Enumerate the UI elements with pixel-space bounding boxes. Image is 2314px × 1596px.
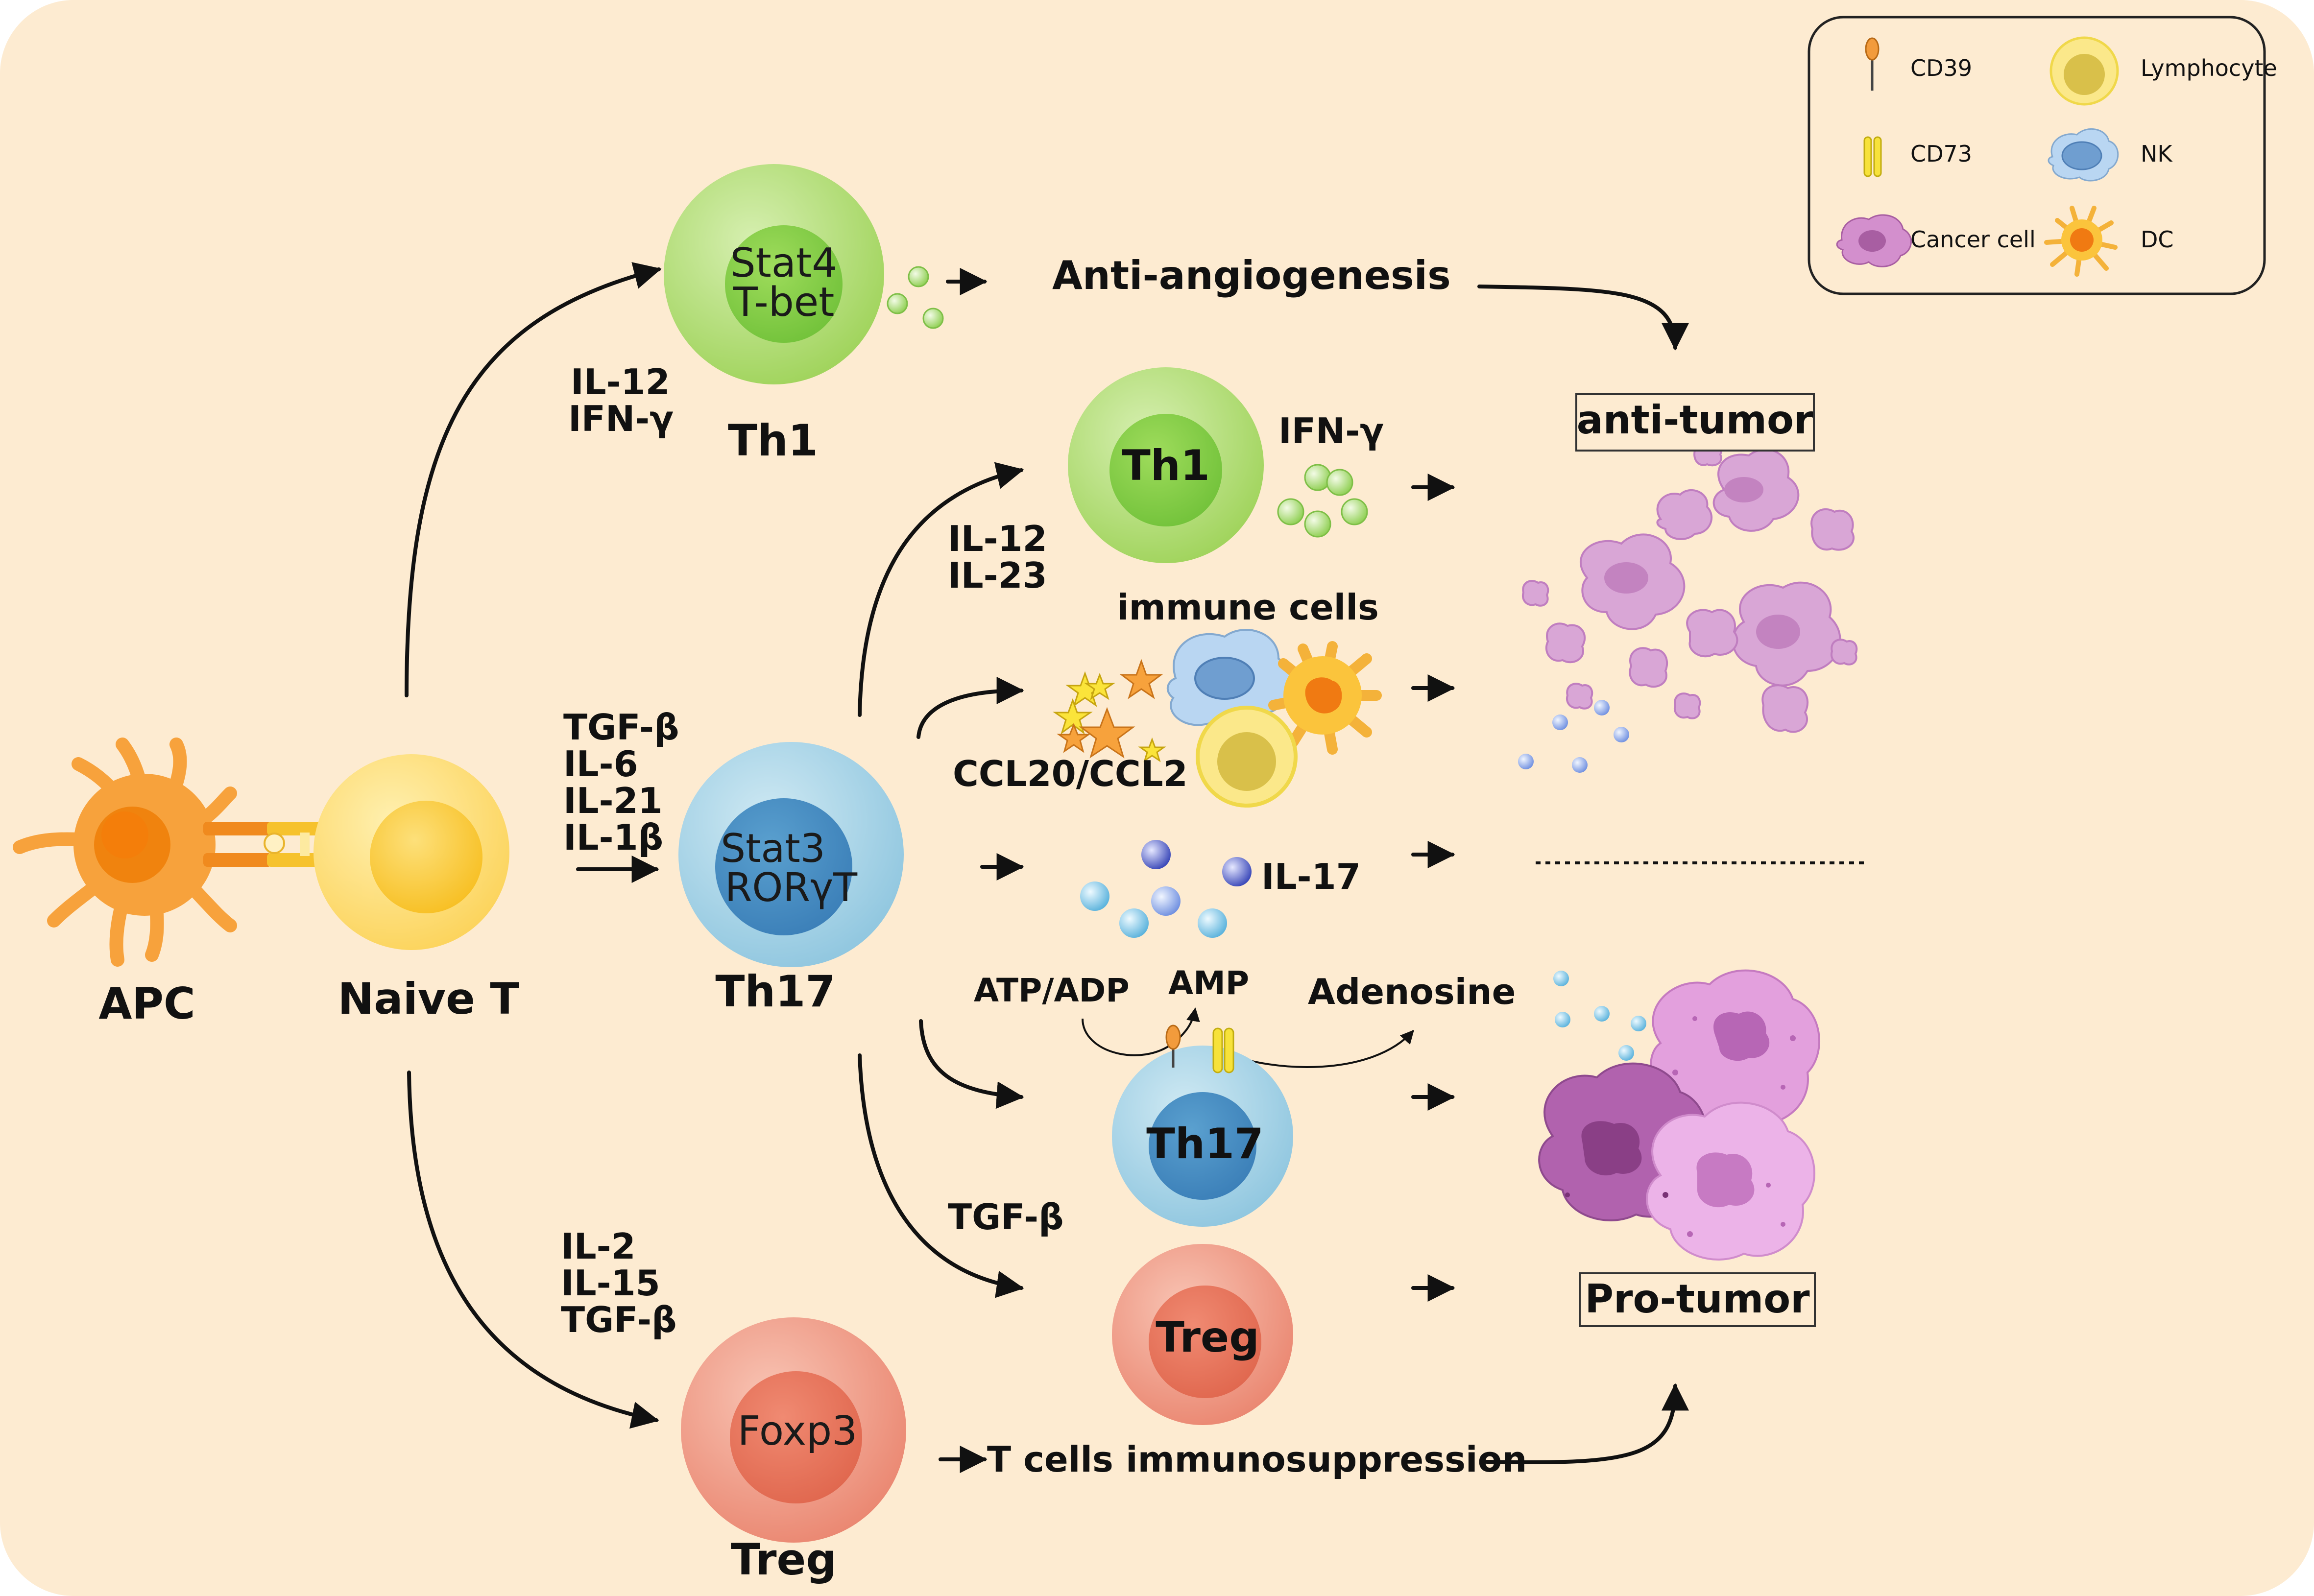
cd39-marker <box>1165 1024 1181 1068</box>
cancer-cell-icon <box>1836 214 1912 267</box>
amp-label: AMP <box>1168 964 1249 1002</box>
apc-cell <box>13 738 237 967</box>
cd39-icon <box>1865 37 1880 91</box>
star-icon <box>1119 659 1163 699</box>
il17-beads <box>1080 840 1252 938</box>
cytokine-th17-line2: IL-6 <box>563 743 638 785</box>
lymphocyte-icon <box>2049 36 2119 106</box>
star-icon <box>1057 722 1091 753</box>
naive-t-cell <box>313 754 509 950</box>
arrow-naive-to-th1 <box>405 262 662 697</box>
anti-tumor-box <box>1575 393 1815 452</box>
pro-tumor-box <box>1579 1272 1816 1327</box>
th17-label: Th17 <box>715 966 835 1017</box>
cd73-icon <box>1863 136 1882 177</box>
pro-tumor-cancer-cells <box>1538 969 1820 1261</box>
pro-tumor-label: Pro-tumor <box>1585 1276 1810 1322</box>
legend-box <box>1808 16 2266 295</box>
anti-tumor-label: anti-tumor <box>1577 397 1813 443</box>
arrow-th17-to-th17small <box>919 1019 1024 1109</box>
treg-cell: Foxp3 <box>681 1317 906 1543</box>
legend: CD39 CD73 Cancer cell Lymphocyte NK <box>1808 16 2277 295</box>
treg-tf: Foxp3 <box>738 1408 858 1454</box>
cytokine-treg-line3: TGF-β <box>561 1299 677 1340</box>
anti-angiogenesis-label: Anti-angiogenesis <box>1052 253 1451 298</box>
arrow-th17-to-immune <box>916 677 1024 739</box>
arrow-immunosup-to-protumor <box>1485 1383 1689 1464</box>
cytokine-th1-line2: IFN-γ <box>568 398 674 439</box>
treg-small-cell <box>1112 1244 1293 1425</box>
star-icon <box>1138 737 1166 762</box>
th1-secreted-beads <box>887 266 944 329</box>
dc-icon <box>2044 206 2118 277</box>
arrows <box>405 262 1689 1473</box>
star-icon <box>1053 698 1093 735</box>
treg-label: Treg <box>731 1534 837 1585</box>
anti-tumor-nuclei <box>1604 477 1800 649</box>
immunosuppression-label: T cells immunosuppression <box>987 1439 1527 1480</box>
legend-dc-label: DC <box>2141 226 2174 253</box>
cytokine-th17-line4: IL-1β <box>563 817 663 858</box>
cd73-marker <box>1212 1027 1234 1073</box>
legend-cd73-label: CD73 <box>1910 141 1972 167</box>
cytokine-th17-to-treg: TGF-β <box>948 1196 1064 1238</box>
th17-tf1: Stat3 <box>721 826 825 871</box>
legend-cancer-cell-label: Cancer cell <box>1910 226 2036 253</box>
arrow-naive-to-treg <box>407 1071 659 1429</box>
th1-small-label: Th1 <box>1122 441 1210 490</box>
atp-adp-label: ATP/ADP <box>974 972 1130 1009</box>
th17-cell: Stat3 RORγT <box>678 742 904 967</box>
legend-lymphocyte-label: Lymphocyte <box>2141 55 2277 81</box>
ifn-gamma-beads <box>1277 464 1368 538</box>
th1-tf1: Stat4 <box>730 240 838 286</box>
anti-tumor-beads <box>1518 700 1629 773</box>
naive-t-label: Naive T <box>338 974 520 1024</box>
th1-cell: Stat4 T-bet <box>664 164 884 384</box>
treg-small-label: Treg <box>1156 1313 1259 1362</box>
legend-cd39-label: CD39 <box>1910 55 1972 81</box>
nk-icon <box>2048 128 2119 182</box>
cytokine-th17-line3: IL-21 <box>563 780 663 821</box>
arrow-angio-to-antitumor <box>1477 285 1689 351</box>
immune-cells-cluster <box>1053 629 1382 808</box>
th1-label: Th1 <box>728 415 818 466</box>
th1-tf2: T-bet <box>733 279 835 326</box>
cytokine-th17-to-th1-line1: IL-12 <box>948 518 1047 559</box>
ccl-label: CCL20/CCL2 <box>953 753 1188 794</box>
arrow-th17-to-th1 <box>858 462 1024 717</box>
th17-tf2: RORγT <box>725 865 858 910</box>
th17-small-cell <box>1112 1024 1293 1227</box>
legend-nk-label: NK <box>2141 141 2173 167</box>
apc-label: APC <box>98 978 195 1029</box>
cytokine-treg-line1: IL-2 <box>561 1226 636 1267</box>
star-icon <box>1079 707 1135 759</box>
adenosine-label: Adenosine <box>1308 971 1516 1012</box>
th17-small-label: Th17 <box>1146 1120 1264 1168</box>
immune-cells-label: immune cells <box>1117 587 1379 628</box>
cytokine-th17-to-th1-line2: IL-23 <box>948 555 1047 596</box>
th1-small-cell <box>1068 367 1264 563</box>
arrow-th17-to-treg <box>858 1053 1024 1298</box>
ifn-gamma-label: IFN-γ <box>1278 410 1384 452</box>
pro-tumor-beads <box>1553 971 1646 1061</box>
il17-label: IL-17 <box>1261 856 1361 897</box>
cytokine-th1-line1: IL-12 <box>571 361 670 403</box>
star-icon <box>1084 672 1115 700</box>
cytokine-treg-line2: IL-15 <box>561 1263 660 1304</box>
cytokine-th17-line1: TGF-β <box>563 707 679 748</box>
